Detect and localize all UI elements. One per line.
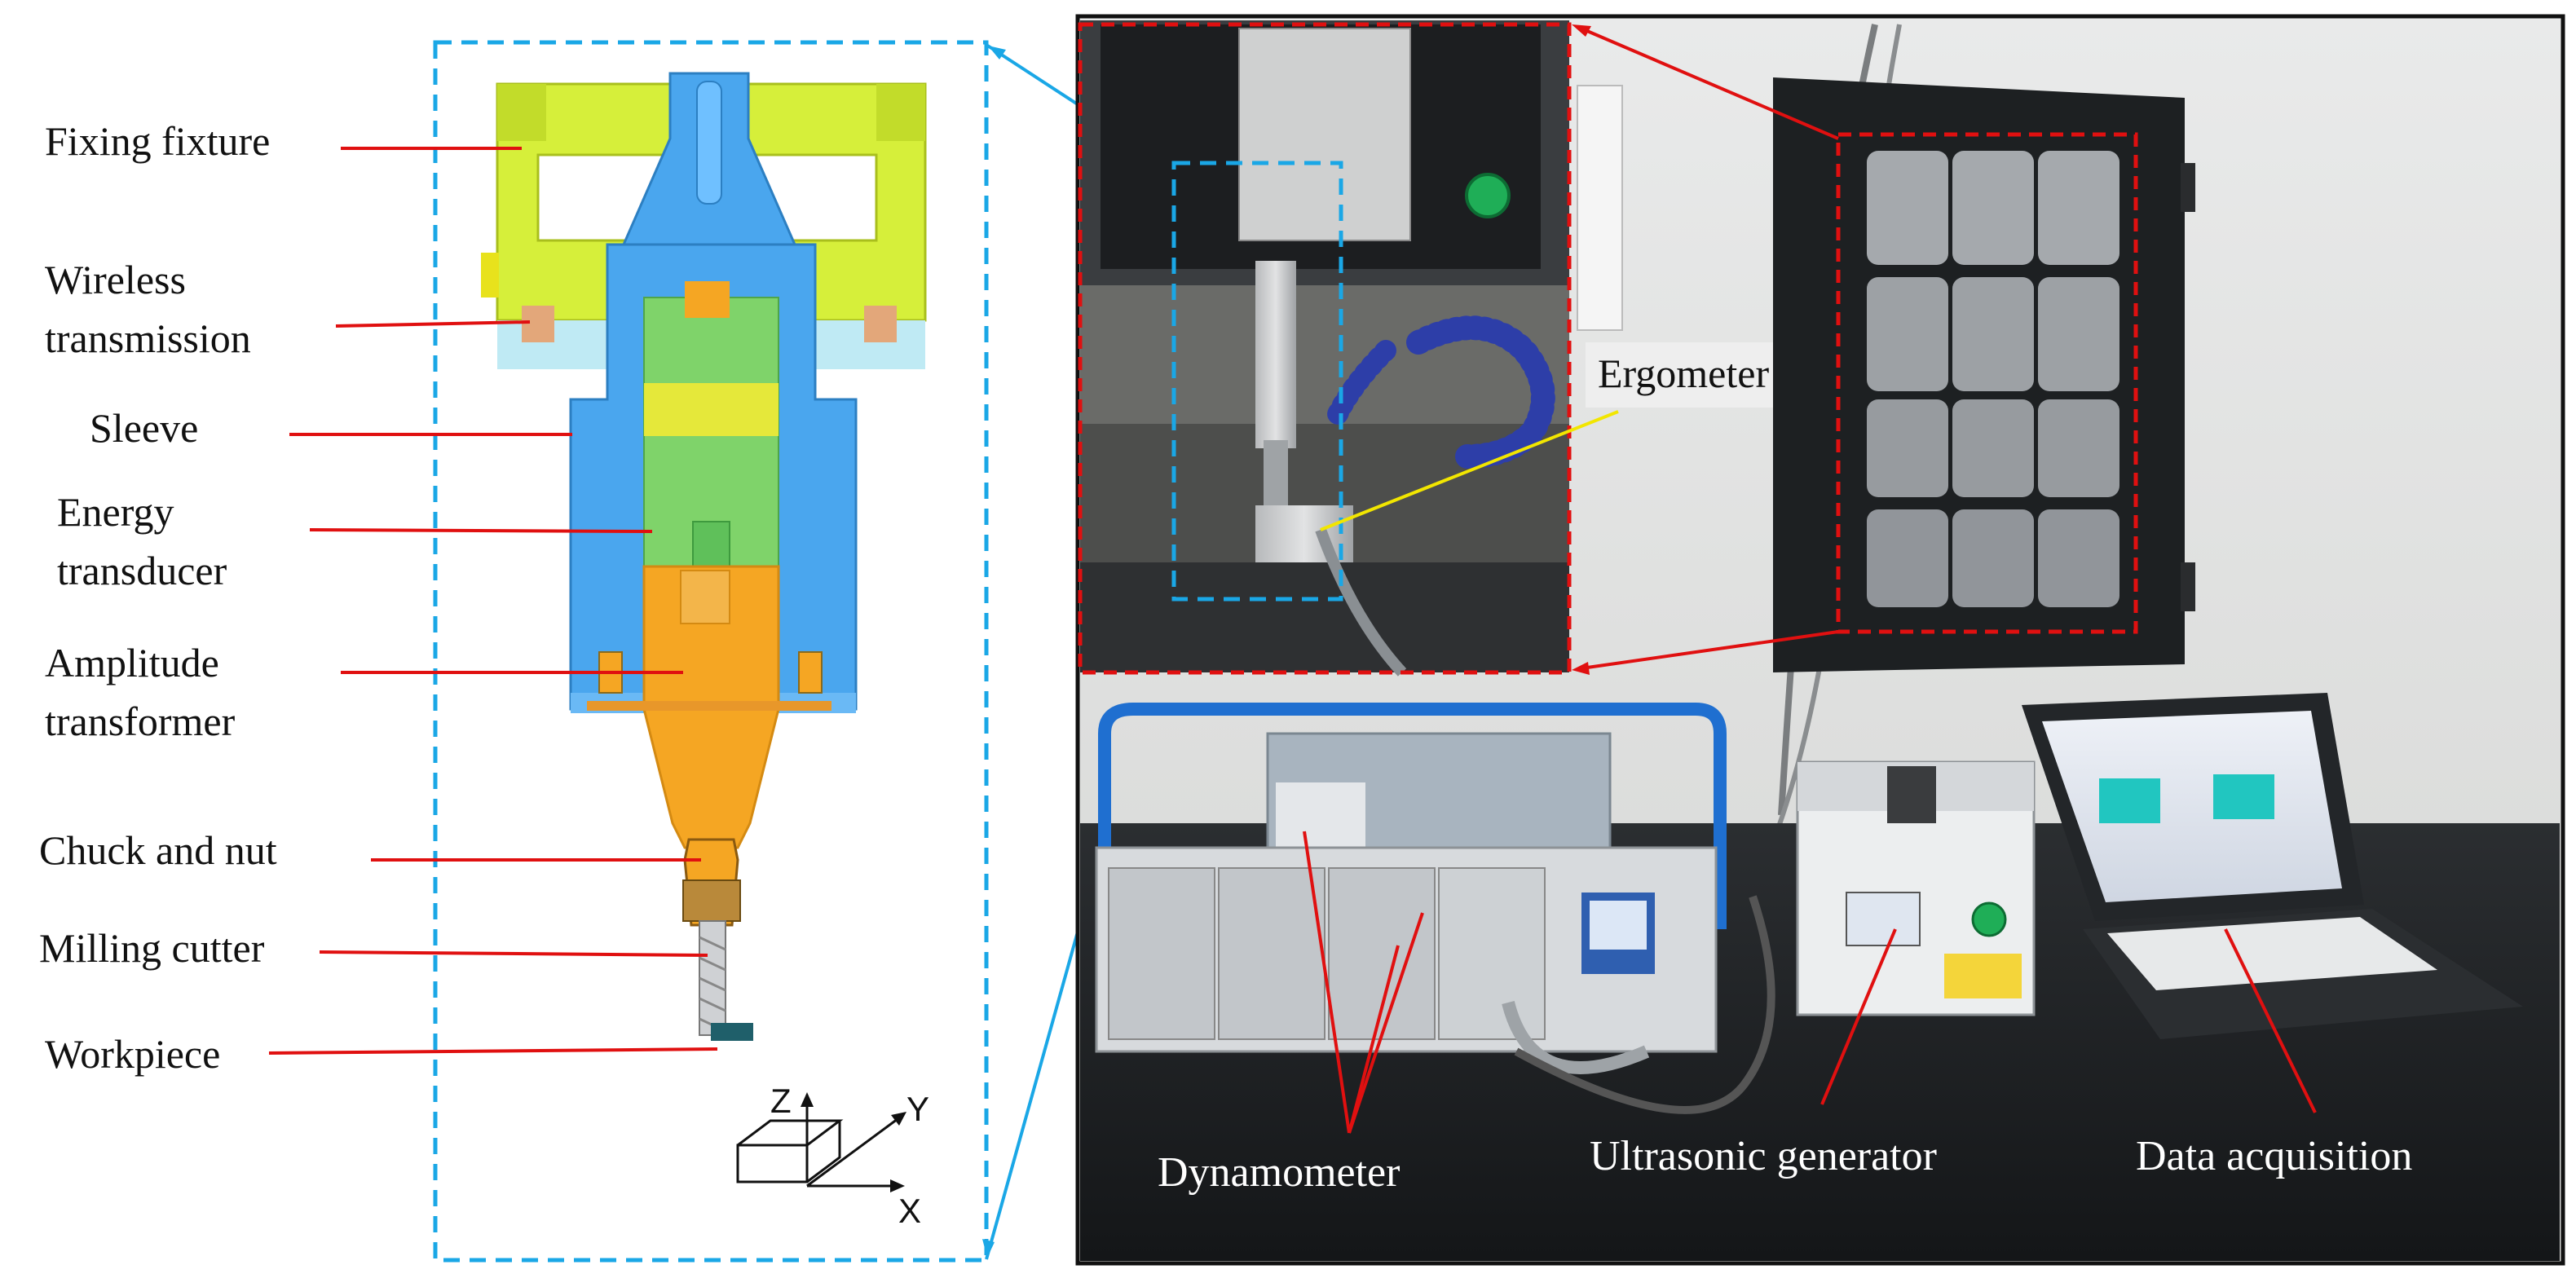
leader-milling — [319, 950, 708, 957]
data-acquisition-laptop — [2022, 693, 2523, 1039]
coordinate-axes — [736, 1100, 902, 1188]
label-wireless-2: transmission — [45, 315, 251, 361]
leader-dynamometer-b — [1348, 945, 1400, 1134]
leader-dynamometer-a — [1303, 831, 1351, 1134]
left-callouts: Fixing fixture Wireless transmission Sle… — [39, 118, 718, 1077]
leader-data-acquisition — [2224, 928, 2317, 1113]
y-arrowhead — [891, 1112, 906, 1126]
tool-dashed-box — [1171, 161, 1343, 602]
leader-ultrasonic — [1820, 928, 1897, 1105]
axis-y-label: Y — [906, 1090, 929, 1128]
wireless-pad-left — [522, 306, 554, 342]
label-milling: Milling cutter — [39, 925, 265, 971]
label-amplitude-1: Amplitude — [45, 640, 219, 685]
leader-ergometer — [1320, 410, 1619, 531]
label-ultrasonic-generator: Ultrasonic generator — [1590, 1133, 1937, 1179]
leader-energy — [309, 528, 653, 533]
arrow-to-machine-bottom — [1581, 630, 1839, 670]
label-chuck: Chuck and nut — [39, 827, 277, 873]
machine-tool-window — [1080, 20, 1569, 677]
tool-holder-diagram: Z Y X — [433, 40, 989, 1263]
wireless-pad-right — [864, 306, 897, 342]
machine-dashed-box — [1078, 22, 1572, 675]
leader-wireless — [335, 320, 531, 328]
label-energy-2: transducer — [57, 548, 227, 593]
lab-setup-photo: Ergometer — [1075, 14, 2565, 1266]
z-arrowhead — [801, 1092, 814, 1107]
axis-z-label: Z — [770, 1082, 792, 1120]
label-sleeve: Sleeve — [90, 405, 198, 451]
label-amplitude-2: transformer — [45, 699, 236, 744]
x-arrowhead — [890, 1179, 905, 1192]
axis-x-label: X — [898, 1192, 921, 1230]
label-fixing-fixture: Fixing fixture — [45, 118, 270, 164]
arrow-to-machine-top — [1581, 27, 1839, 140]
label-dynamometer: Dynamometer — [1158, 1149, 1400, 1196]
ultrasonic-generator-unit — [1514, 760, 2036, 1114]
label-ergometer: Ergometer — [1598, 350, 1769, 396]
label-data-acquisition: Data acquisition — [2136, 1133, 2412, 1179]
label-wireless-1: Wireless — [45, 257, 186, 302]
label-energy-1: Energy — [57, 489, 174, 535]
label-workpiece: Workpiece — [45, 1031, 220, 1077]
workpiece-shape — [711, 1023, 753, 1041]
door-dashed-box — [1836, 132, 2138, 634]
leader-workpiece — [268, 1047, 718, 1055]
machine-door-panel — [1773, 77, 2195, 672]
diagram-dashed-frame — [433, 40, 989, 1263]
milling-cutter-shape — [699, 920, 726, 1036]
leader-dynamometer-c — [1348, 912, 1424, 1134]
